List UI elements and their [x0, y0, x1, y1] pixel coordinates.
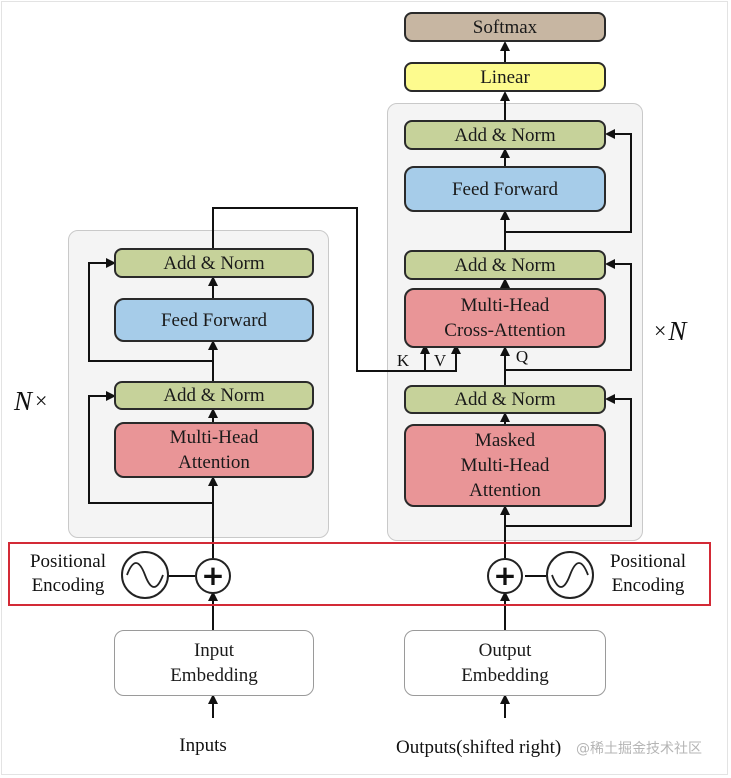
left-plus-symbol: + — [201, 559, 225, 592]
decoder-add-norm-middle: Add & Norm — [404, 250, 606, 280]
value-label: V — [433, 351, 447, 370]
left-positional-encoding-label: Positional Encoding — [29, 551, 106, 596]
right-add-icon: + — [487, 558, 523, 594]
left-add-icon: + — [195, 558, 231, 594]
encoder-repeat-times: × — [35, 388, 48, 413]
decoder-feed-forward: Feed Forward — [404, 166, 606, 212]
right-sine-wave-icon — [546, 551, 594, 599]
watermark: @稀土掘金技术社区 — [576, 741, 702, 757]
right-positional-encoding-label: Positional Encoding — [609, 551, 686, 596]
encoder-repeat-n: N — [14, 385, 33, 416]
linear-block: Linear — [404, 62, 606, 92]
output-embedding: Output Embedding — [404, 630, 606, 696]
decoder-repeat-n: N — [668, 315, 687, 346]
left-sine-wave-icon — [121, 551, 169, 599]
encoder-repeat-label: N × — [14, 384, 47, 418]
encoder-feed-forward: Feed Forward — [114, 298, 314, 342]
positional-encoding-highlight — [8, 542, 711, 606]
decoder-repeat-label: × N — [654, 314, 686, 348]
decoder-masked-attention: Masked Multi-Head Attention — [404, 424, 606, 507]
right-plus-symbol: + — [493, 559, 517, 592]
encoder-add-norm-bottom: Add & Norm — [114, 381, 314, 410]
decoder-add-norm-top: Add & Norm — [404, 120, 606, 150]
encoder-multi-head-attention: Multi-Head Attention — [114, 422, 314, 478]
decoder-cross-attention: Multi-Head Cross-Attention — [404, 288, 606, 348]
query-label: Q — [515, 347, 529, 366]
inputs-label: Inputs — [179, 735, 227, 756]
softmax-block: Softmax — [404, 12, 606, 42]
decoder-repeat-times: × — [654, 318, 667, 343]
decoder-add-norm-bottom: Add & Norm — [404, 385, 606, 414]
key-label: K — [396, 351, 410, 370]
encoder-add-norm-top: Add & Norm — [114, 248, 314, 278]
outputs-label: Outputs(shifted right) — [396, 737, 562, 758]
input-embedding: Input Embedding — [114, 630, 314, 696]
